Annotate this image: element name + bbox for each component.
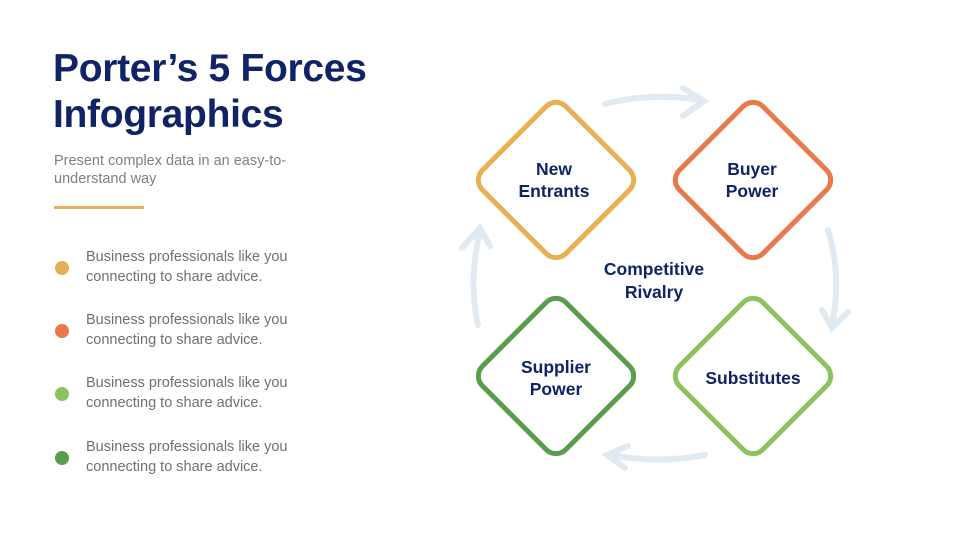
arrow-bottom-icon (607, 452, 708, 463)
force-diamonds (475, 99, 834, 457)
force-label: Power (726, 181, 779, 201)
arrow-right-icon (825, 227, 840, 328)
title-line-1: Porter’s 5 Forces (53, 47, 367, 90)
subtitle: Present complex data in an easy-to-under… (54, 153, 287, 187)
accent-divider (54, 206, 144, 209)
title-line-2: Infographics (53, 93, 284, 136)
diamond-substitutes (672, 295, 834, 457)
bullet-dot-icon (55, 324, 69, 338)
bullet-dot-icon (55, 387, 69, 401)
center-label: Rivalry (625, 282, 684, 302)
arrow-left-head-icon (459, 222, 493, 251)
diamond-supplier-power (475, 295, 637, 457)
arrow-top-head-icon (680, 85, 710, 119)
force-label: Buyer (727, 159, 777, 179)
force-label: New (536, 159, 572, 179)
center-label: Competitive (604, 259, 704, 279)
force-label: Power (530, 379, 583, 399)
cycle-arrows (459, 85, 851, 471)
bullet-text: Business professionals like you connecti… (86, 375, 288, 411)
arrow-top-icon (602, 93, 703, 107)
diamond-buyer-power (672, 99, 834, 261)
force-label: Entrants (519, 181, 590, 201)
bullet-dot-icon (55, 451, 69, 465)
bullet-text: Business professionals like you connecti… (86, 249, 288, 285)
page-title: Porter’s 5 Forces Infographics (53, 46, 367, 138)
bullet-text: Business professionals like you connecti… (86, 439, 288, 475)
arrow-bottom-head-icon (600, 443, 631, 471)
bullet-dot-icon (55, 261, 69, 275)
arrow-left-icon (470, 229, 483, 328)
force-label: Substitutes (705, 368, 801, 388)
force-label: Supplier (521, 357, 591, 377)
arrow-right-head-icon (819, 307, 851, 333)
bullet-text: Business professionals like you connecti… (86, 312, 288, 348)
diamond-new-entrants (475, 99, 637, 261)
